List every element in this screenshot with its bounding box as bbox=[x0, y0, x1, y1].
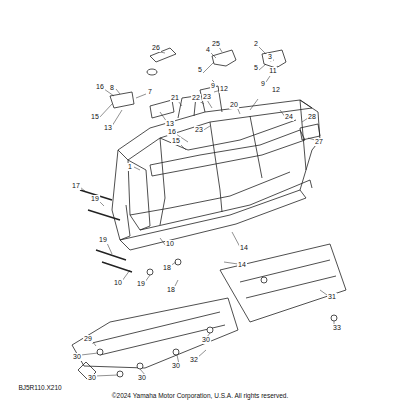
front-skid-plate bbox=[72, 298, 238, 368]
nuts bbox=[97, 259, 337, 377]
copyright-note: ©2024 Yamaha Motor Corporation, U.S.A. A… bbox=[111, 392, 290, 400]
callout-number: 7 bbox=[147, 88, 153, 96]
callout-number: 18 bbox=[162, 264, 172, 272]
diagram-code: BJ5R110.X210 bbox=[17, 384, 62, 392]
bolts bbox=[80, 190, 132, 272]
skid-ribs bbox=[240, 260, 336, 298]
callout-number: 23 bbox=[194, 126, 204, 134]
leader-lines bbox=[80, 47, 334, 376]
callout-number: 1 bbox=[127, 163, 133, 171]
callout-number: 22 bbox=[191, 94, 201, 102]
callout-number: 30 bbox=[87, 374, 97, 382]
callout-number: 19 bbox=[90, 195, 100, 203]
bracket-4 bbox=[212, 50, 236, 66]
lower-rail-inner bbox=[140, 180, 312, 230]
callout-number: 12 bbox=[219, 85, 229, 93]
callout-number: 2 bbox=[253, 40, 259, 48]
callout-number: 25 bbox=[211, 40, 221, 48]
callout-number: 4 bbox=[205, 46, 211, 54]
bracket-2 bbox=[262, 50, 286, 68]
callout-number: 16 bbox=[167, 128, 177, 136]
callout-number: 13 bbox=[103, 124, 113, 132]
callout-number: 32 bbox=[189, 356, 199, 364]
upper-rail bbox=[118, 100, 312, 160]
cross-members bbox=[160, 100, 306, 198]
callout-number: 18 bbox=[166, 286, 176, 294]
callout-number: 17 bbox=[71, 182, 81, 190]
rear-skid-plate bbox=[220, 244, 346, 322]
callout-number: 27 bbox=[314, 138, 324, 146]
callout-number: 30 bbox=[171, 362, 181, 370]
callout-number: 28 bbox=[307, 113, 317, 121]
callout-number: 13 bbox=[165, 120, 175, 128]
callout-number: 30 bbox=[137, 374, 147, 382]
mid-rail bbox=[160, 120, 296, 150]
front-down-tube bbox=[128, 160, 150, 230]
callout-number: 23 bbox=[202, 93, 212, 101]
mount-plates bbox=[160, 190, 222, 225]
engine-cradle bbox=[150, 130, 305, 176]
callout-number: 10 bbox=[113, 279, 123, 287]
callout-number: 12 bbox=[271, 86, 281, 94]
callout-number: 15 bbox=[90, 113, 100, 121]
callout-number: 15 bbox=[171, 137, 181, 145]
callout-number: 11 bbox=[268, 67, 277, 75]
callout-number: 24 bbox=[284, 113, 294, 121]
callout-number: 9 bbox=[260, 80, 266, 88]
rear-frame bbox=[300, 100, 320, 170]
callout-number: 30 bbox=[72, 353, 82, 361]
callout-number: 19 bbox=[98, 236, 108, 244]
callout-number: 3 bbox=[267, 53, 273, 61]
callout-number: 8 bbox=[109, 84, 115, 92]
bracket-left bbox=[110, 92, 134, 108]
callout-number: 31 bbox=[327, 293, 337, 301]
callout-number: 16 bbox=[95, 83, 105, 91]
grommet bbox=[147, 69, 157, 75]
callout-number: 5 bbox=[197, 66, 203, 74]
callout-number: 19 bbox=[136, 280, 146, 288]
callout-number: 14 bbox=[237, 261, 247, 269]
callout-number: 30 bbox=[201, 336, 211, 344]
callout-number: 14 bbox=[239, 244, 249, 252]
callout-number: 5 bbox=[253, 64, 259, 72]
callout-number: 9 bbox=[210, 82, 216, 90]
callout-number: 29 bbox=[83, 335, 93, 343]
callout-number: 26 bbox=[151, 44, 161, 52]
bracket-left-2 bbox=[150, 100, 174, 118]
callout-number: 33 bbox=[332, 324, 342, 332]
callout-number: 21 bbox=[170, 94, 180, 102]
lower-cross bbox=[130, 172, 290, 215]
callout-number: 10 bbox=[165, 240, 175, 248]
skid-ribs bbox=[92, 312, 225, 355]
callout-number: 20 bbox=[229, 101, 239, 109]
